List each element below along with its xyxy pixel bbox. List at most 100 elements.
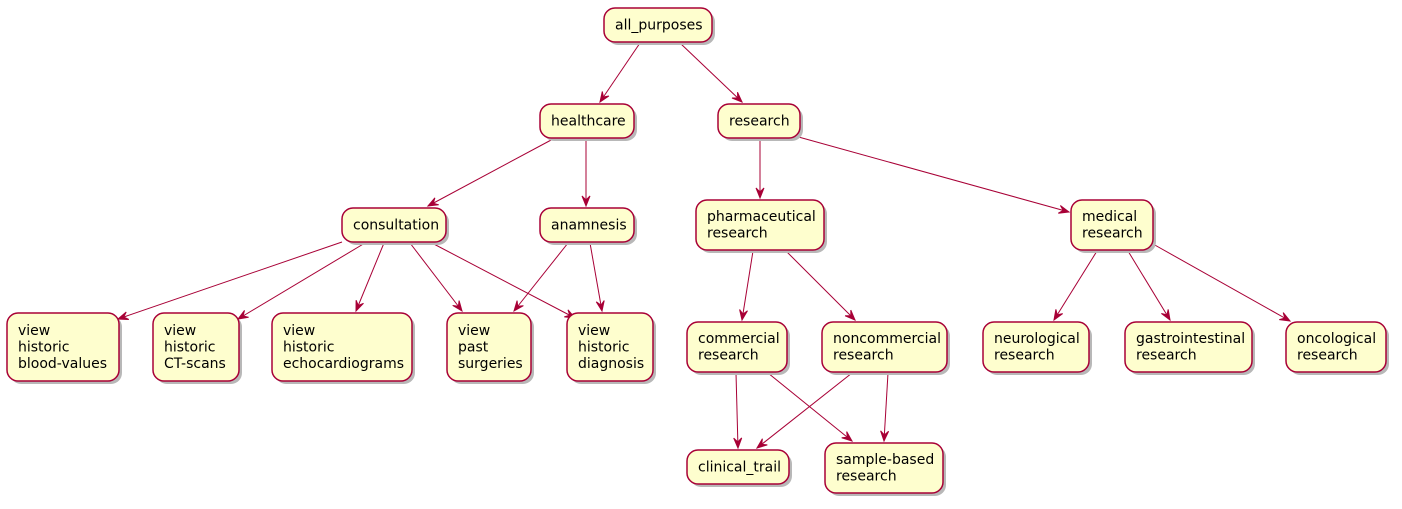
edge-commercial_research-to-sample_based_research <box>767 372 854 442</box>
node-label-line: CT-scans <box>164 356 226 372</box>
node-label-line: neurological <box>994 331 1080 347</box>
node-label-line: research <box>994 348 1055 364</box>
arrowhead-icon <box>581 195 591 208</box>
edge-line <box>1152 243 1291 322</box>
edge-anamnesis-to-view_diagnosis <box>589 242 605 313</box>
edge-research-to-medical_research <box>794 135 1071 214</box>
arrowhead-icon <box>841 431 854 442</box>
edge-line <box>513 242 569 312</box>
edge-consultation-to-view_ct <box>236 242 366 320</box>
node-box <box>695 199 825 251</box>
edge-line <box>679 42 743 103</box>
node-label-line: view <box>283 323 315 339</box>
edge-line <box>1053 250 1098 321</box>
node-label-line: clinical_trail <box>698 459 781 475</box>
node-label-line: sample-based <box>836 452 934 468</box>
edge-line <box>117 241 343 320</box>
edge-medical_research-to-neurological_research <box>1053 250 1098 322</box>
arrowhead-icon <box>731 91 743 103</box>
arrowhead-icon <box>426 197 439 207</box>
edge-line <box>429 241 576 319</box>
node-label-line: historic <box>578 339 629 355</box>
node-label-line: consultation <box>353 217 439 233</box>
node-label-line: historic <box>18 339 69 355</box>
node-box <box>821 321 948 373</box>
node-label-line: surgeries <box>458 356 523 372</box>
edge-line <box>427 138 554 207</box>
edge-pharmaceutical_research-to-commercial_research <box>739 250 754 322</box>
arrowhead-icon <box>355 300 364 313</box>
node-label-line: research <box>1082 226 1143 242</box>
node-consultation[interactable]: consultation <box>341 207 449 245</box>
node-label-line: research <box>1297 348 1358 364</box>
arrowhead-icon <box>1058 205 1071 214</box>
edge-healthcare-to-anamnesis <box>581 139 591 208</box>
edge-line <box>599 42 641 103</box>
node-healthcare[interactable]: healthcare <box>539 103 637 141</box>
node-label-line: research <box>1136 348 1197 364</box>
node-box <box>1285 321 1387 373</box>
edge-consultation-to-view_echo <box>355 242 385 313</box>
edge-research-to-pharmaceutical_research <box>755 139 765 200</box>
edge-line <box>883 372 889 442</box>
node-label-line: historic <box>164 339 215 355</box>
arrowhead-icon <box>844 309 856 321</box>
node-box <box>566 312 654 382</box>
node-box <box>539 103 635 139</box>
arrowhead-icon <box>236 310 249 320</box>
edge-anamnesis-to-view_surgeries <box>513 242 569 313</box>
edge-line <box>794 135 1070 213</box>
node-box <box>1124 321 1253 373</box>
node-label-line: research <box>698 348 759 364</box>
node-label-line: echocardiograms <box>283 356 404 372</box>
edge-line <box>1127 250 1171 321</box>
edge-consultation-to-view_diagnosis <box>429 241 577 319</box>
node-label-line: research <box>836 469 897 485</box>
node-research[interactable]: research <box>717 103 803 141</box>
arrowhead-icon <box>755 438 768 449</box>
arrowhead-icon <box>1279 312 1292 322</box>
node-box <box>6 312 120 382</box>
node-label-line: research <box>833 348 894 364</box>
node-label-line: gastrointestinal <box>1136 331 1245 347</box>
node-box <box>603 7 713 43</box>
arrowhead-icon <box>739 309 748 322</box>
arrowhead-icon <box>599 91 610 104</box>
arrowhead-icon <box>116 311 130 320</box>
edge-commercial_research-to-clinical_trail <box>733 372 743 450</box>
arrowhead-icon <box>1161 309 1171 322</box>
node-box <box>982 321 1090 373</box>
node-label-line: medical <box>1082 209 1137 225</box>
edge-line <box>767 372 853 442</box>
node-box <box>1070 199 1154 251</box>
edge-all_purposes-to-healthcare <box>599 42 641 104</box>
node-label-line: view <box>458 323 490 339</box>
node-all-purposes[interactable]: all_purposes <box>603 7 715 45</box>
edge-healthcare-to-consultation <box>426 138 554 207</box>
node-label-line: view <box>18 323 50 339</box>
node-label-line: oncological <box>1297 331 1376 347</box>
node-box <box>686 321 788 373</box>
edge-line <box>589 242 603 312</box>
node-label-line: noncommercial <box>833 331 941 347</box>
node-anamnesis[interactable]: anamnesis <box>539 207 637 245</box>
edge-consultation-to-view_surgeries <box>409 242 463 313</box>
node-label-line: historic <box>283 339 334 355</box>
edge-medical_research-to-gastrointestinal_research <box>1127 250 1171 322</box>
arrowhead-icon <box>733 437 743 450</box>
node-clinical-trail[interactable]: clinical_trail <box>686 449 792 487</box>
edge-consultation-to-view_blood <box>116 241 343 320</box>
